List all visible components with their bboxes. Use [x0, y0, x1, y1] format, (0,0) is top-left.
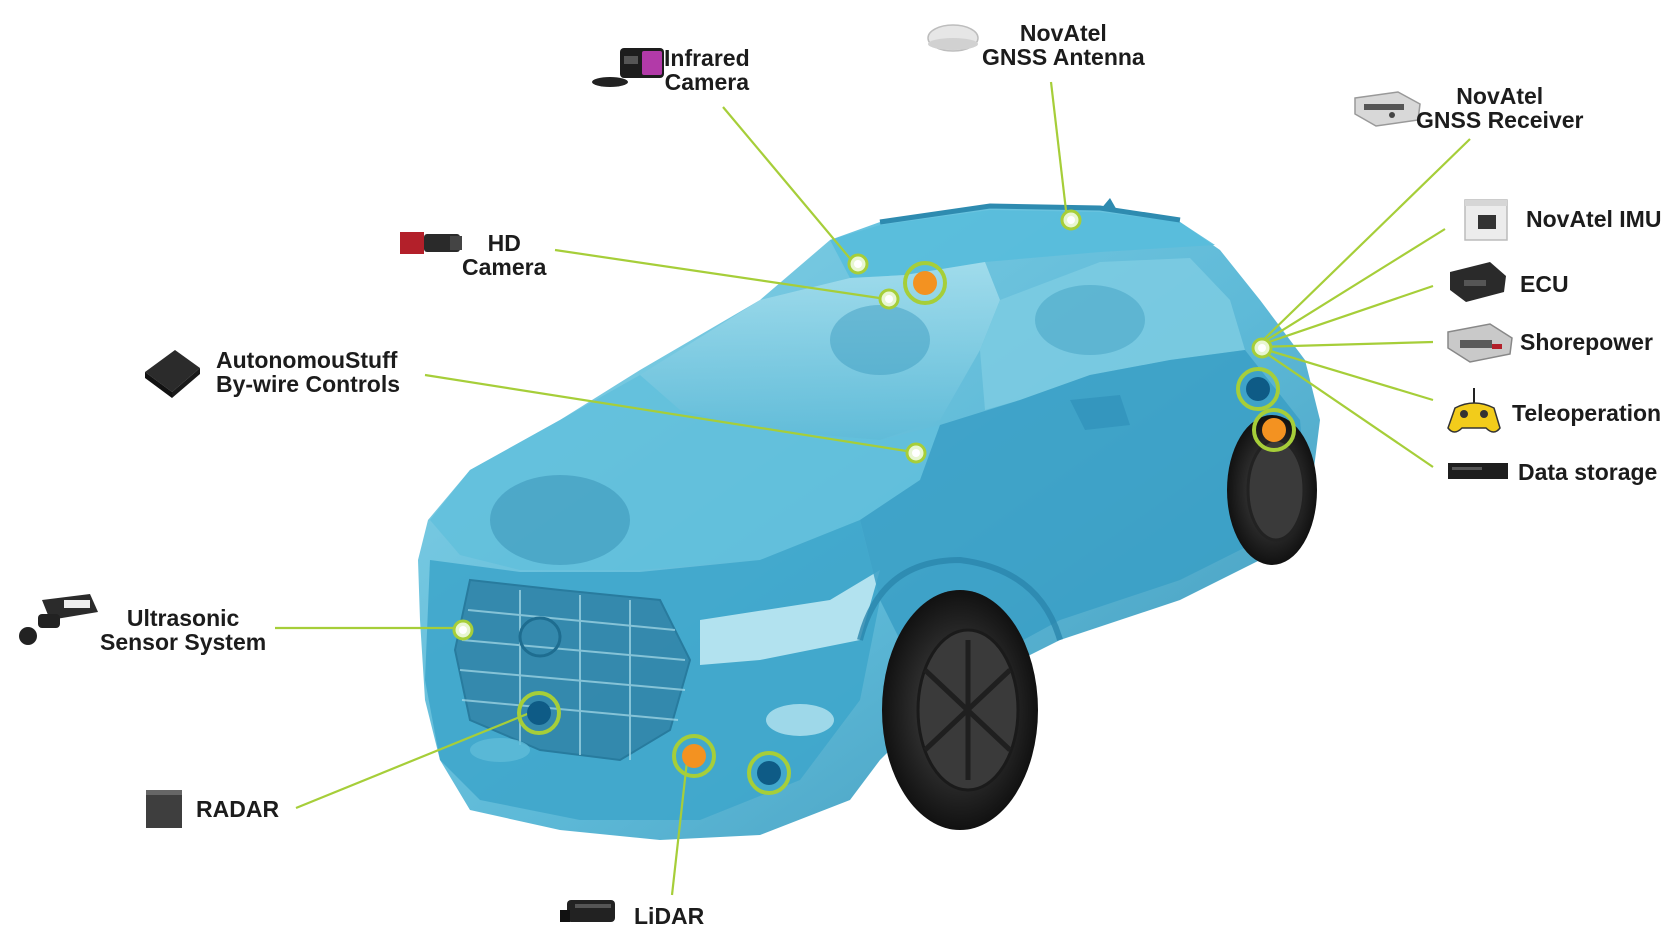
- data-storage-icon: [1448, 463, 1508, 479]
- fog-light-left: [470, 738, 530, 762]
- label-gnss-antenna: NovAtel GNSS Antenna: [982, 20, 1145, 70]
- lidar-icon: [560, 900, 615, 922]
- line-shorepower: [1256, 340, 1434, 349]
- label-imu: NovAtel IMU: [1526, 206, 1662, 232]
- label-shorepower: Shorepower: [1520, 329, 1653, 355]
- line-teleoperation: [1256, 345, 1434, 402]
- mount-dot-gnss-antenna: [1060, 209, 1082, 231]
- label-hd-camera: HD Camera: [462, 230, 547, 280]
- mount-dot-trunk: [1251, 337, 1273, 359]
- sensor-dot-orange-bumper: [672, 734, 716, 778]
- engine-silhouette: [490, 475, 630, 565]
- sensor-points: [452, 209, 1296, 795]
- label-teleoperation: Teleoperation: [1512, 400, 1662, 426]
- line-imu: [1256, 228, 1446, 347]
- mount-dot-bywire: [905, 442, 927, 464]
- shorepower-icon: [1447, 323, 1513, 363]
- car-headlight: [700, 570, 880, 665]
- callout-lines: [275, 81, 1471, 896]
- gamepad-icon: [1447, 388, 1501, 433]
- label-radar: RADAR: [196, 796, 280, 822]
- mount-dot-hd-camera: [878, 288, 900, 310]
- line-ecu: [1256, 284, 1434, 348]
- grille-slats: [459, 590, 686, 760]
- ultrasonic-sensor-icon: [19, 594, 98, 645]
- label-data-storage: Data storage: [1518, 459, 1658, 485]
- front-rim-spokes: [923, 640, 1012, 780]
- gnss-receiver-icon: [1354, 91, 1421, 127]
- mount-dot-ultrasonic: [452, 619, 474, 641]
- car-emblem: [518, 616, 562, 658]
- car-windshield: [640, 262, 1000, 440]
- sensor-dot-blue-bumper: [747, 751, 791, 795]
- line-bywire: [424, 373, 914, 454]
- mount-dot-infrared: [847, 253, 869, 275]
- line-hd-camera: [554, 248, 887, 301]
- car-roof: [830, 208, 1215, 278]
- seat-silhouette-rear: [1035, 285, 1145, 355]
- label-lidar: LiDAR: [634, 903, 705, 929]
- sensor-dot-blue-side: [1236, 367, 1280, 411]
- roof-rail: [879, 203, 1181, 225]
- rear-rim: [1246, 438, 1306, 542]
- label-ultrasonic: Ultrasonic Sensor System: [100, 605, 267, 655]
- car-side-windows: [980, 258, 1245, 410]
- car-side-mirror: [1070, 395, 1130, 430]
- infrared-camera-icon: [592, 48, 664, 87]
- line-infrared: [722, 106, 854, 263]
- line-data-storage: [1256, 346, 1434, 468]
- sensor-dot-orange-roof: [903, 261, 947, 305]
- label-ecu: ECU: [1520, 271, 1569, 297]
- fog-light-right: [766, 704, 834, 736]
- line-radar: [295, 708, 538, 810]
- sensor-dot-blue-grille: [517, 691, 561, 735]
- line-gnss-receiver: [1256, 138, 1471, 347]
- label-gnss-receiver: NovAtel GNSS Receiver: [1416, 83, 1584, 133]
- imu-icon: [1464, 199, 1508, 241]
- seat-silhouette: [830, 305, 930, 375]
- car-illustration: [418, 198, 1320, 840]
- ecu-icon: [1450, 262, 1506, 302]
- line-gnss-antenna: [1049, 81, 1069, 220]
- bywire-controller-icon: [145, 350, 200, 398]
- gnss-antenna-icon: [927, 24, 979, 52]
- front-wheel-arch: [857, 556, 1063, 641]
- label-bywire-controls: AutonomouStuff By-wire Controls: [216, 347, 401, 397]
- radar-icon: [146, 790, 182, 828]
- hd-camera-icon: [400, 232, 462, 254]
- label-infrared-camera: Infrared Camera: [664, 45, 750, 95]
- sensor-dot-orange-side: [1252, 408, 1296, 452]
- shark-fin: [1100, 198, 1118, 212]
